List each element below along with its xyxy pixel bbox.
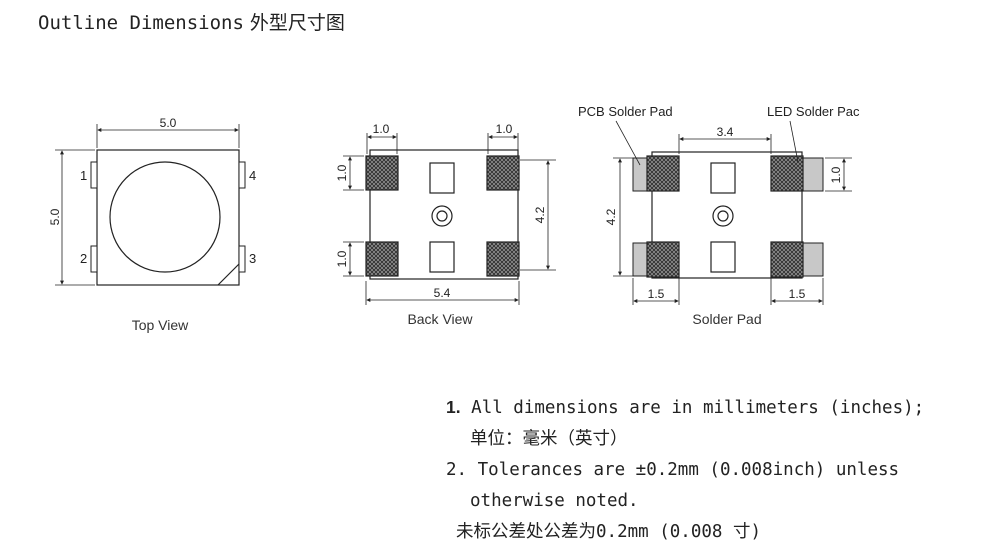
solder-pad-height-text: 4.2 xyxy=(604,208,618,225)
pcb-solder-pad-label: PCB Solder Pad xyxy=(578,104,673,119)
pin-label-3: 3 xyxy=(249,251,256,266)
top-view-pin-1 xyxy=(90,161,98,189)
solder-pad-pad-height-text: 1.0 xyxy=(829,166,843,183)
pcb-pad-bottom-right xyxy=(802,242,824,277)
note-1-text: All dimensions are in millimeters (inche… xyxy=(471,398,925,418)
led-solder-pad-label: LED Solder Pac xyxy=(767,104,860,119)
back-view-inner-square-bottom xyxy=(429,241,455,273)
back-view-pad-width-left-text: 1.0 xyxy=(373,122,390,136)
back-view-pad-top-left xyxy=(365,155,399,191)
led-pad-bottom-left xyxy=(646,241,680,278)
solder-pad-spacing-text: 3.4 xyxy=(717,125,734,139)
note-1-chinese: 单位：毫米（英寸） xyxy=(470,429,628,449)
back-view-height-text: 4.2 xyxy=(533,206,547,223)
back-view-inner-square-top xyxy=(429,162,455,194)
note-2-chinese: 未标公差处公差为0.2mm (0.008 寸) xyxy=(456,522,762,542)
note-2-number: 2. xyxy=(446,460,468,480)
pin-label-4: 4 xyxy=(249,168,256,183)
led-pad-bottom-right xyxy=(770,241,804,278)
solder-pad-inner-square-bottom xyxy=(710,241,736,273)
back-view-pad-bottom-right xyxy=(486,241,520,277)
note-2-continuation: otherwise noted. xyxy=(470,491,639,511)
solder-pad-pad-length-left-text: 1.5 xyxy=(648,287,665,301)
note-1-number: 1. xyxy=(446,397,461,417)
top-view-lens xyxy=(109,161,221,273)
top-view-pin-2 xyxy=(90,245,98,273)
solder-pad-caption: Solder Pad xyxy=(692,311,761,327)
back-view-pad-top-right xyxy=(486,155,520,191)
top-view-height-text: 5.0 xyxy=(48,208,62,225)
pin-label-1: 1 xyxy=(80,168,87,183)
led-solder-pad-leader xyxy=(789,120,799,163)
led-pad-top-left xyxy=(646,155,680,192)
solder-pad-view: PCB Solder Pad LED Solder Pac 3.4 4.2 1.… xyxy=(578,104,860,327)
top-view-pin-4 xyxy=(238,161,246,189)
pin-label-2: 2 xyxy=(80,251,87,266)
top-view-width-text: 5.0 xyxy=(160,116,177,130)
back-view-caption: Back View xyxy=(407,311,473,327)
solder-pad-center-circle-inner xyxy=(717,210,729,222)
top-view-caption: Top View xyxy=(132,317,189,333)
notes-block: 1. All dimensions are in millimeters (in… xyxy=(446,392,924,548)
solder-pad-inner-square-top xyxy=(710,162,736,194)
pcb-pad-top-right xyxy=(802,157,824,192)
top-view-pin-3 xyxy=(238,245,246,273)
solder-pad-pad-length-right-text: 1.5 xyxy=(789,287,806,301)
title-chinese: 外型尺寸图 xyxy=(249,12,345,34)
pin1-chamfer xyxy=(217,263,240,286)
top-view: 1 2 3 4 5.0 5.0 Top View xyxy=(48,116,256,333)
note-1: 1. All dimensions are in millimeters (in… xyxy=(446,392,924,424)
note-2-text: Tolerances are ±0.2mm (0.008inch) unless xyxy=(477,460,900,480)
title-english: Outline Dimensions xyxy=(38,12,244,34)
back-view-pad-width-right-text: 1.0 xyxy=(496,122,513,136)
note-2: 2. Tolerances are ±0.2mm (0.008inch) unl… xyxy=(446,455,924,486)
back-view-pad-bottom-left xyxy=(365,241,399,277)
back-view-pad-height-bottom-text: 1.0 xyxy=(335,250,349,267)
back-view-center-circle-inner xyxy=(436,210,448,222)
back-view-width-text: 5.4 xyxy=(434,286,451,300)
back-view: 1.0 1.0 1.0 1.0 4.2 5.4 Back View xyxy=(335,122,556,327)
back-view-pad-height-top-text: 1.0 xyxy=(335,164,349,181)
